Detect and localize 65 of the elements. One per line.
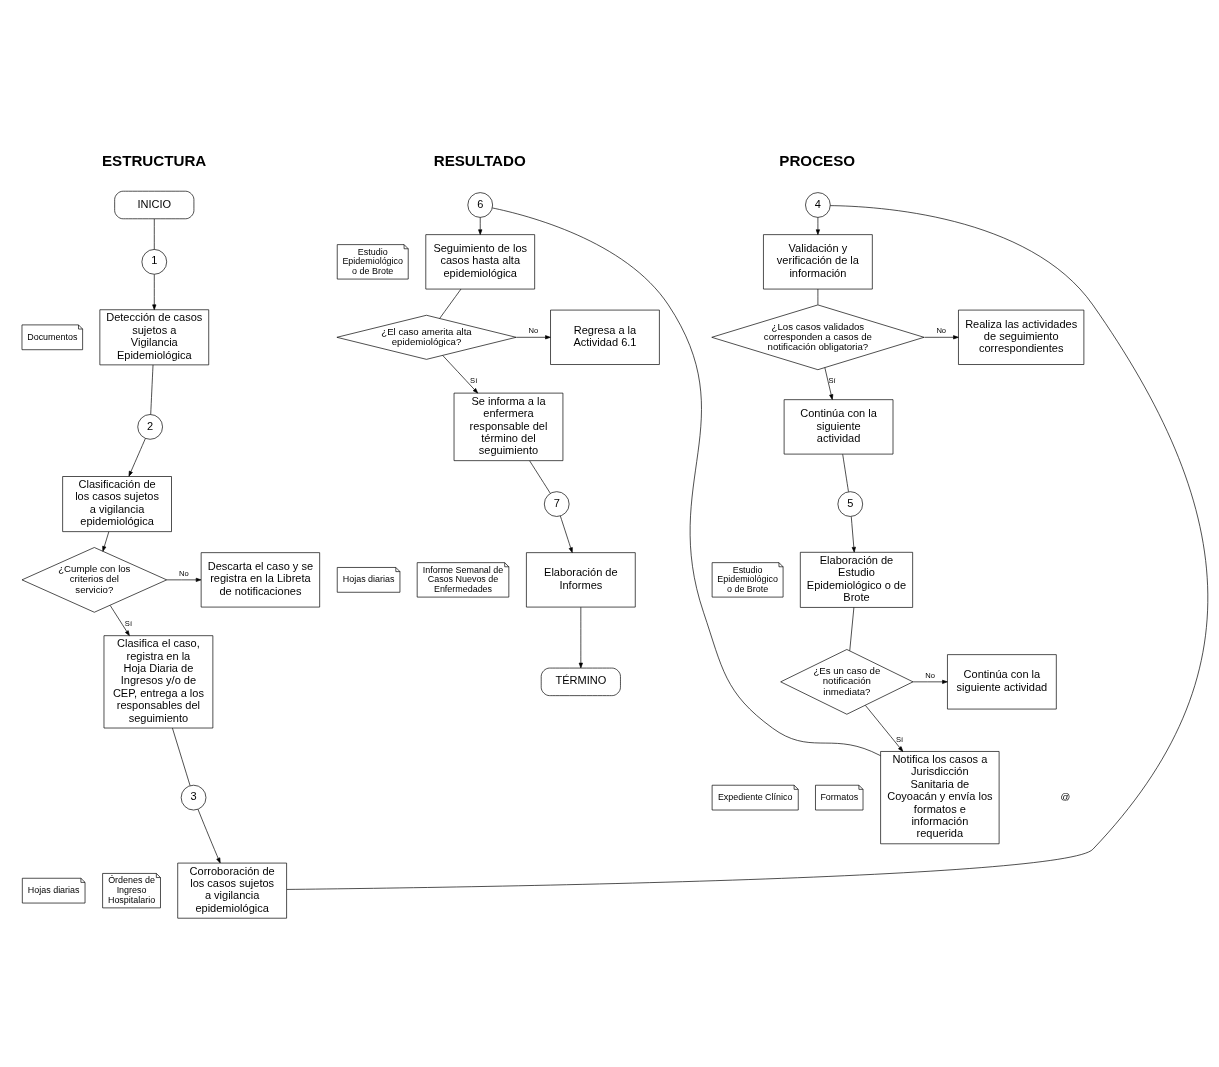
connector bbox=[849, 607, 855, 652]
arrow bbox=[102, 531, 110, 552]
arrow bbox=[578, 606, 583, 669]
edge-label: Sí bbox=[895, 734, 904, 744]
connector bbox=[153, 218, 155, 250]
arrow bbox=[166, 577, 202, 582]
edge-label: Sí bbox=[828, 376, 836, 386]
node-box: Validación y verificación de la información bbox=[763, 234, 873, 290]
node-diamond: ¿El caso amerita alta epidemiológica? bbox=[336, 314, 517, 360]
arrow bbox=[824, 367, 834, 400]
arrow bbox=[560, 515, 573, 553]
label: RESULTADO bbox=[433, 152, 526, 170]
node-circle: 5 bbox=[837, 491, 864, 517]
edge-label: No bbox=[179, 568, 189, 578]
label: PROCESO bbox=[779, 152, 856, 170]
node-box: Detección de casos sujetos a Vigilancia Epidemiológica bbox=[99, 309, 210, 366]
edge-label: Sí bbox=[124, 618, 133, 628]
arrow bbox=[442, 355, 479, 394]
node-box: INICIO bbox=[114, 190, 195, 220]
label: ESTRUCTURA bbox=[101, 152, 207, 170]
connector bbox=[150, 364, 154, 415]
arrow bbox=[923, 335, 959, 340]
arrow bbox=[515, 335, 551, 340]
node-circle: 3 bbox=[180, 784, 207, 811]
node-box: Seguimiento de los casos hasta alta epidemiológica bbox=[425, 234, 535, 290]
node-box: Continúa con la siguiente actividad bbox=[947, 654, 1057, 710]
node-box: Se informa a la enfermera responsable del término del seguimiento bbox=[453, 392, 564, 461]
arrow bbox=[850, 516, 856, 553]
arrow bbox=[109, 605, 130, 636]
arrow bbox=[197, 808, 221, 864]
connector bbox=[439, 288, 462, 319]
node-circle: 1 bbox=[141, 249, 168, 275]
arrow bbox=[152, 274, 157, 311]
label: @ bbox=[1060, 791, 1071, 803]
connector bbox=[492, 207, 881, 756]
node-box: Clasifica el caso, registra en la Hoja Diaria de Ingresos y/o de CEP, entrega a los responsables del seguimiento bbox=[103, 635, 214, 729]
node-diamond: ¿Es un caso de notificación inmediata? bbox=[780, 649, 914, 715]
node-box: Corroboración de los casos sujetos a vigilancia epidemiológica bbox=[177, 862, 287, 919]
edge-label: No bbox=[936, 326, 947, 336]
node-box: Descarta el caso y se registra en la Libreta de notificaciones bbox=[200, 552, 320, 608]
arrow bbox=[815, 217, 820, 235]
node-box: Elaboración de Estudio Epidemiológico o de Brote bbox=[799, 551, 913, 608]
node-box: Continúa con la siguiente actividad bbox=[783, 399, 894, 455]
node-box: Regresa a la Actividad 6.1 bbox=[550, 309, 660, 365]
node-circle: 6 bbox=[467, 192, 493, 218]
edge-label: No bbox=[925, 670, 936, 680]
node-box: Elaboración de Informes bbox=[526, 552, 636, 608]
node-box: TÉRMINO bbox=[540, 667, 621, 696]
edge-label: No bbox=[528, 326, 539, 336]
node-box: Realiza las actividades de seguimiento correspondientes bbox=[958, 309, 1085, 365]
connector bbox=[286, 205, 1208, 890]
node-diamond: ¿Los casos validados corresponden a casos de notificación obligatoria? bbox=[711, 304, 925, 371]
node-circle: 4 bbox=[805, 192, 831, 218]
connector bbox=[842, 453, 849, 493]
arrow bbox=[912, 679, 948, 684]
connector bbox=[172, 727, 191, 786]
arrow bbox=[478, 217, 483, 235]
edge-label: Sí bbox=[470, 376, 478, 386]
node-box: Notifica los casos a Jurisdicción Sanitaria de Coyoacán y envía los formatos e información requerida bbox=[880, 751, 1000, 845]
connector bbox=[529, 460, 551, 494]
arrow bbox=[865, 705, 904, 752]
arrow bbox=[128, 438, 146, 477]
node-circle: 2 bbox=[137, 414, 163, 440]
node-circle: 7 bbox=[543, 491, 570, 517]
node-box: Clasificación de los casos sujetos a vigilancia epidemiológica bbox=[62, 476, 172, 532]
